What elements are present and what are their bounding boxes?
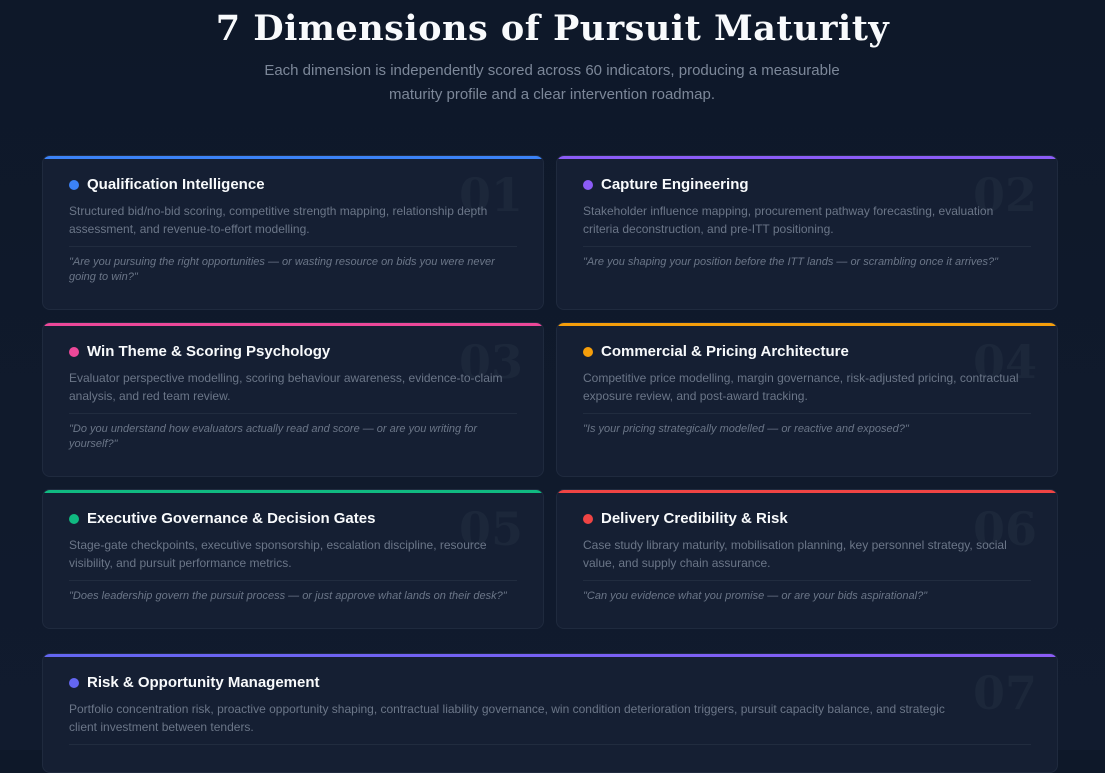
card-description: Structured bid/no-bid scoring, competiti… [69, 202, 517, 247]
status-dot-icon [69, 677, 79, 688]
card-number: 06 [972, 502, 1037, 556]
card-quote: "Are you shaping your position before th… [583, 256, 999, 268]
card-title: Capture Engineering [601, 176, 749, 193]
card-title: Win Theme & Scoring Psychology [87, 343, 331, 360]
card-number: 02 [972, 168, 1037, 222]
card-quote: "Can you evidence what you promise — or … [583, 590, 928, 602]
card-quote: "Is your pricing strategically modelled … [583, 423, 909, 435]
card-accent-bar [43, 654, 1057, 657]
card-title: Delivery Credibility & Risk [601, 510, 788, 527]
status-dot-icon [583, 346, 593, 357]
card-accent-bar [557, 323, 1057, 326]
card-number: 01 [458, 168, 523, 222]
card-accent-bar [557, 156, 1057, 159]
page-subtitle: Each dimension is independently scored a… [264, 62, 840, 103]
status-dot-icon [69, 513, 79, 524]
card-description: Case study library maturity, mobilisatio… [583, 536, 1031, 581]
status-dot-icon [69, 346, 79, 357]
card-description: Evaluator perspective modelling, scoring… [69, 369, 517, 414]
dimension-card: 06 Delivery Credibility & Risk Case stud… [556, 489, 1058, 629]
card-accent-bar [43, 156, 543, 159]
status-dot-icon [69, 179, 79, 190]
card-accent-bar [557, 490, 1057, 493]
status-dot-icon [583, 513, 593, 524]
dimension-card: 04 Commercial & Pricing Architecture Com… [556, 322, 1058, 477]
card-quote: "Do you understand how evaluators actual… [69, 423, 478, 450]
card-number: 03 [458, 335, 523, 389]
dimension-card: 03 Win Theme & Scoring Psychology Evalua… [42, 322, 544, 477]
page-title: 7 Dimensions of Pursuit Maturity [215, 8, 890, 49]
card-description: Stakeholder influence mapping, procureme… [583, 202, 1031, 247]
card-title: Qualification Intelligence [87, 176, 265, 193]
card-number: 04 [972, 335, 1037, 389]
status-dot-icon [583, 179, 593, 190]
dimension-card: 07 Risk & Opportunity Management Portfol… [42, 653, 1058, 773]
card-quote: "Are you pursuing the right opportunitie… [69, 256, 495, 283]
card-accent-bar [43, 490, 543, 493]
dimension-card: 02 Capture Engineering Stakeholder influ… [556, 155, 1058, 310]
dimension-card: 05 Executive Governance & Decision Gates… [42, 489, 544, 629]
card-description: Competitive price modelling, margin gove… [583, 369, 1031, 414]
dimension-card: 01 Qualification Intelligence Structured… [42, 155, 544, 310]
card-accent-bar [43, 323, 543, 326]
card-quote: "Does leadership govern the pursuit proc… [69, 590, 507, 602]
card-title: Commercial & Pricing Architecture [601, 343, 849, 360]
card-title: Executive Governance & Decision Gates [87, 510, 376, 527]
card-number: 07 [972, 666, 1037, 720]
card-description: Stage-gate checkpoints, executive sponso… [69, 536, 517, 581]
card-title: Risk & Opportunity Management [87, 674, 320, 691]
card-number: 05 [458, 502, 523, 556]
card-description: Portfolio concentration risk, proactive … [69, 700, 1031, 745]
